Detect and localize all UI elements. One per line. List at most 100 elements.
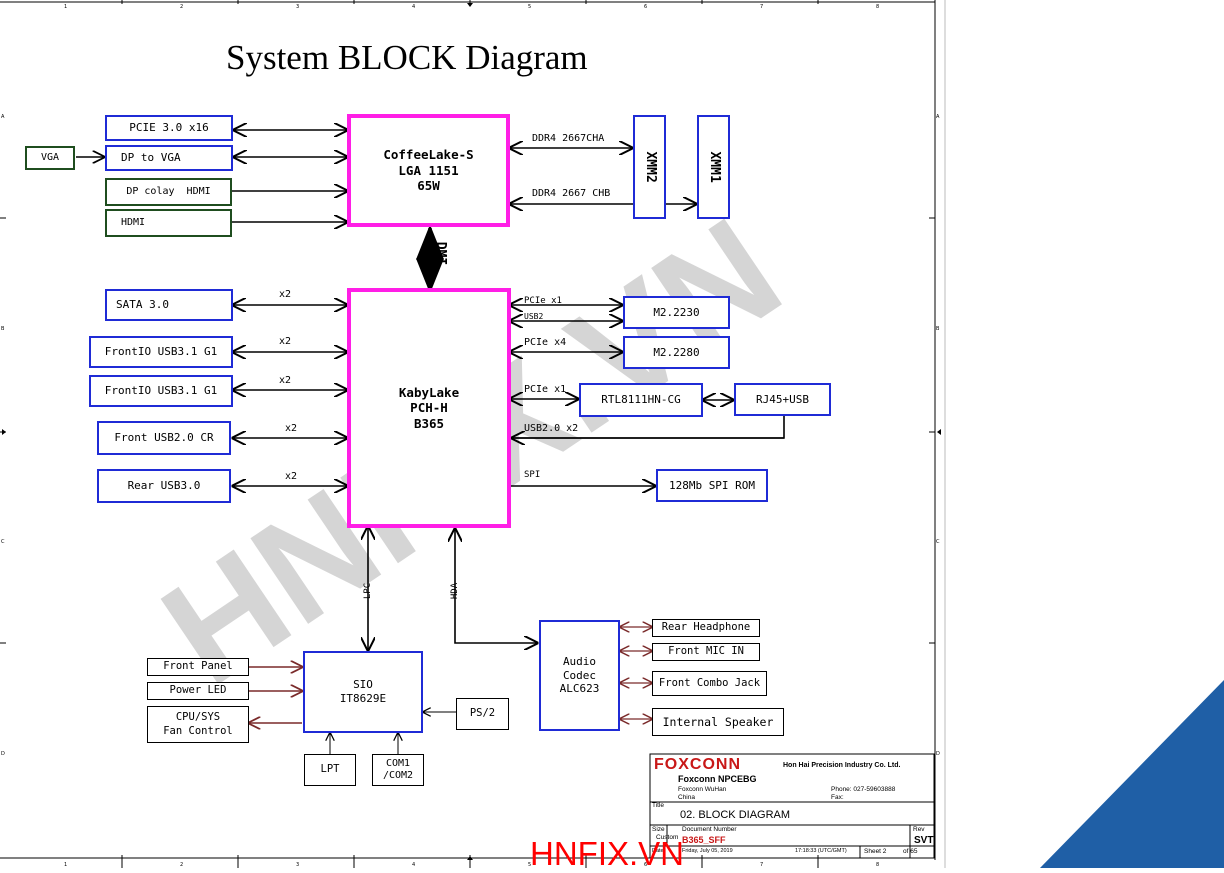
doc-title: 02. BLOCK DIAGRAM: [680, 809, 791, 821]
border-col-label: 1: [64, 862, 67, 868]
pch-block: KabyLake PCH-H B365: [347, 288, 511, 528]
border-col-label: 1: [64, 4, 67, 10]
ddr-chb-label: DDR4 2667 CHB: [532, 188, 611, 199]
pch-model: B365: [413, 415, 445, 431]
vga-box: VGA: [25, 146, 75, 170]
xmm1-label: XMM1: [706, 151, 722, 183]
dmi-label: DMI: [433, 241, 449, 266]
border-col-label: 4: [412, 4, 415, 10]
time-value: 17:18:33 (UTC/GMT): [795, 848, 847, 854]
sio-block: SIO IT8629E: [303, 651, 423, 733]
phone-label: Phone: 027-59603888: [831, 786, 896, 793]
audio-codec-block: Audio Codec ALC623: [539, 620, 620, 731]
border-row-label: C: [1, 539, 5, 545]
size-value: Custom: [656, 834, 679, 841]
city-label: Foxconn WuHan: [678, 786, 727, 793]
usb20-x2-label: USB2.0 x2: [524, 423, 579, 434]
border-col-label: 6: [644, 862, 647, 868]
doc-number: B365_SFF: [682, 835, 726, 845]
border-col-label: 5: [528, 4, 531, 10]
border-row-label: D: [936, 751, 940, 757]
spi-label: SPI: [524, 470, 541, 480]
lpt-box: LPT: [304, 754, 356, 786]
border-col-label: 2: [180, 4, 183, 10]
border-col-label: 3: [296, 862, 299, 868]
cpu-tdp: 65W: [417, 178, 440, 194]
sheet-value: Sheet 2: [864, 848, 887, 855]
cpu-socket: LGA 1151: [398, 162, 459, 178]
sio-name: SIO: [353, 678, 373, 692]
border-col-label: 5: [528, 862, 531, 868]
xmm2-label: XMM2: [642, 151, 658, 183]
usb2-label: USB2: [524, 312, 544, 321]
pcie-x1-label: PCIe x1: [524, 296, 562, 306]
front-mic-box: Front MIC IN: [652, 643, 760, 661]
rear-headphone-box: Rear Headphone: [652, 619, 760, 637]
border-col-label: 8: [876, 4, 879, 10]
m2-2280-box: M2.2280: [623, 336, 730, 369]
border-col-label: 7: [760, 862, 763, 868]
rear-usb30-box: Rear USB3.0: [97, 469, 231, 503]
rev-label: Rev: [913, 826, 925, 833]
watermark-text: HNFIX.VN: [530, 835, 685, 872]
date-label: Date:: [652, 848, 666, 854]
x2-label: x2: [279, 375, 292, 386]
sheet-count: of 65: [903, 848, 918, 855]
frontio-usb31-box-1: FrontIO USB3.1 G1: [89, 336, 233, 368]
ps2-box: PS/2: [456, 698, 509, 730]
rtl8111-box: RTL8111HN-CG: [579, 383, 703, 417]
border-row-label: B: [936, 326, 940, 332]
fax-label: Fax:: [831, 794, 844, 801]
rev-value: SVT: [914, 835, 934, 846]
pcie-x1-label: PCIe x1: [524, 384, 567, 395]
ddr-cha-label: DDR4 2667CHA: [532, 133, 605, 144]
front-panel-box: Front Panel: [147, 658, 249, 676]
company-name: Hon Hai Precision Industry Co. Ltd.: [783, 762, 901, 769]
dp-to-vga-box: DP to VGA: [105, 145, 233, 171]
date-value: Friday, July 05, 2019: [682, 848, 733, 854]
x2-label: x2: [285, 471, 298, 482]
power-led-box: Power LED: [147, 682, 249, 700]
front-combo-jack-box: Front Combo Jack: [652, 671, 767, 696]
xmm1-slot: XMM1: [697, 115, 730, 219]
x2-label: x2: [285, 423, 298, 434]
front-usb20-box: Front USB2.0 CR: [97, 421, 231, 455]
m2-2230-box: M2.2230: [623, 296, 730, 329]
border-row-label: D: [1, 751, 5, 757]
border-col-label: 7: [760, 4, 763, 10]
foxconn-logo: FOXCONN: [654, 756, 741, 773]
border-row-label: A: [1, 114, 5, 120]
dp-hdmi-box: DP colay HDMI: [105, 178, 232, 206]
x2-label: x2: [279, 336, 292, 347]
cpu-block: CoffeeLake-S LGA 1151 65W: [347, 114, 510, 227]
com-box: COM1 /COM2: [372, 754, 424, 786]
pch-name: KabyLake: [398, 384, 460, 400]
border-col-label: 3: [296, 4, 299, 10]
country-label: China: [678, 794, 695, 801]
border-col-label: 4: [412, 862, 415, 868]
hdmi-box: HDMI: [105, 209, 232, 237]
lpc-label: LPC: [363, 582, 374, 600]
title-label: Title: [652, 802, 665, 809]
border-col-label: 6: [644, 4, 647, 10]
frontio-usb31-box-2: FrontIO USB3.1 G1: [89, 375, 233, 407]
size-label: Size: [652, 826, 665, 833]
pcie-x16-box: PCIE 3.0 x16: [105, 115, 233, 141]
border-row-label: C: [936, 539, 940, 545]
rj45-usb-box: RJ45+USB: [734, 383, 831, 416]
border-col-label: 8: [876, 862, 879, 868]
x2-label: x2: [279, 289, 292, 300]
border-row-label: B: [1, 326, 5, 332]
docnum-label: Document Number: [682, 826, 737, 833]
pcie-x4-label: PCIe x4: [524, 337, 567, 348]
spi-rom-box: 128Mb SPI ROM: [656, 469, 768, 502]
xmm2-slot: XMM2: [633, 115, 666, 219]
pch-type: PCH-H: [410, 400, 448, 416]
hda-label: HDA: [450, 582, 461, 600]
cpu-name: CoffeeLake-S: [383, 147, 474, 163]
diagram-title: System BLOCK Diagram: [226, 38, 588, 77]
border-row-label: A: [936, 114, 940, 120]
border-col-label: 2: [180, 862, 183, 868]
